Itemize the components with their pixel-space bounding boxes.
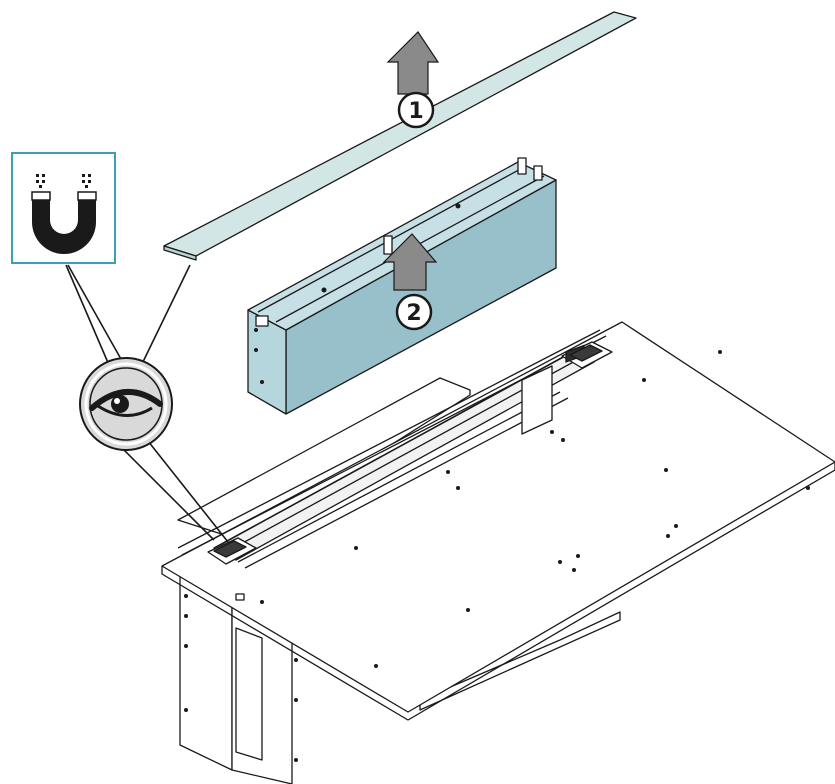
- step-badge-1: 1: [397, 91, 435, 129]
- housing-side-plate: [419, 611, 621, 711]
- glass-cover-panel: [163, 11, 637, 261]
- filter-box-handles: [255, 157, 543, 327]
- housing-inner-duct: [235, 627, 263, 761]
- surface-fixings: [260, 350, 810, 668]
- glass-panel-top: [163, 11, 637, 257]
- arrow-up-icon: [386, 31, 440, 95]
- arrow-up-icon: [382, 233, 438, 291]
- cooktop-surface: [161, 321, 835, 713]
- magnet-icon: [31, 174, 97, 254]
- magnet-callout: [11, 152, 116, 264]
- step-number-2: 2: [406, 301, 421, 326]
- support-bracket: [521, 365, 553, 435]
- cooktop-unit: [161, 321, 835, 784]
- housing-fixings: [184, 594, 298, 762]
- eye-icon: [89, 389, 163, 417]
- callout-lines: [65, 264, 229, 543]
- step-number-1: 1: [408, 99, 423, 124]
- inspect-lens: [79, 357, 173, 451]
- cooktop-edge: [161, 462, 835, 721]
- step-badge-2: 2: [395, 293, 433, 331]
